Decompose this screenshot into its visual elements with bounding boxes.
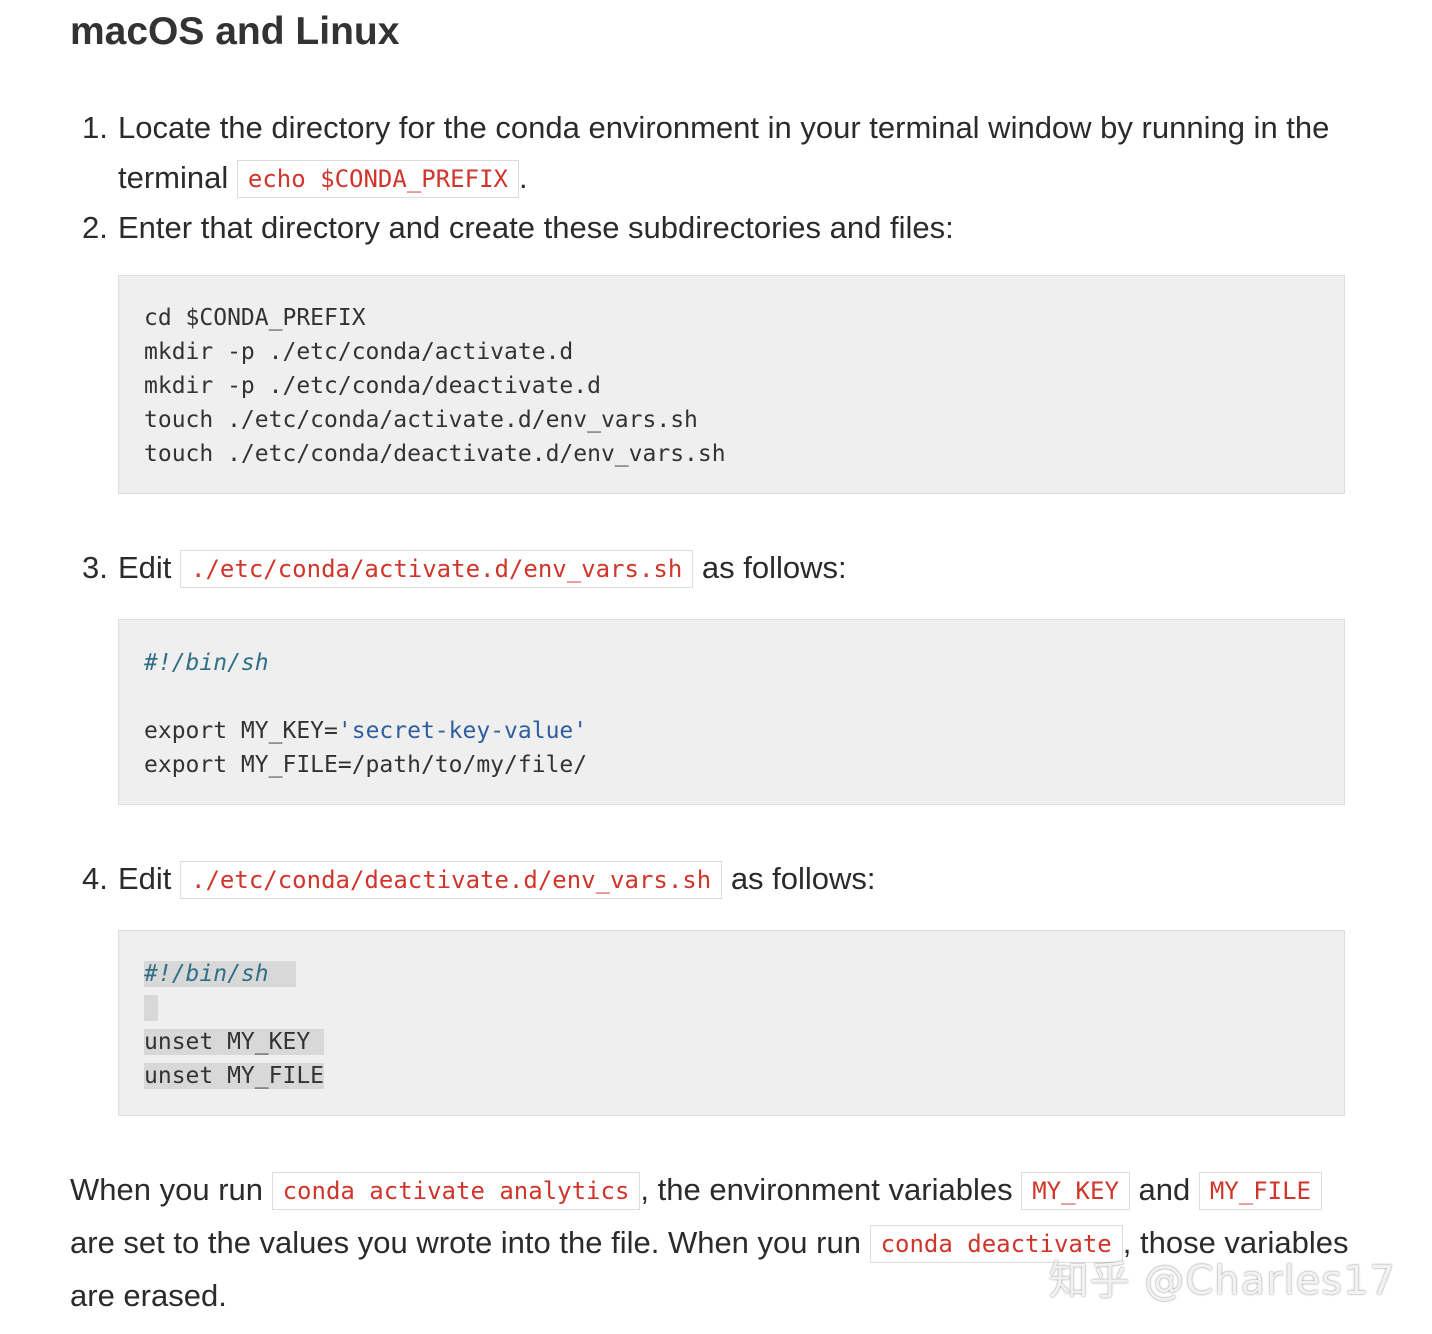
step-number: 2. <box>82 210 108 245</box>
code-line: unset MY_FILE <box>144 1063 325 1089</box>
code-line: unset MY_KEY <box>144 1029 311 1055</box>
code-line: cd $CONDA_PREFIX <box>144 305 366 331</box>
step-2: 2. Enter that directory and create these… <box>82 203 1347 253</box>
inline-code: echo $CONDA_PREFIX <box>236 160 519 198</box>
para-text: and <box>1129 1172 1199 1207</box>
watermark: 知乎 @Charles17 <box>1048 1258 1396 1304</box>
code-line: mkdir -p ./etc/conda/activate.d <box>144 339 574 365</box>
step-text: as follows: <box>693 550 847 585</box>
step-body: Locate the directory for the conda envir… <box>118 103 1347 204</box>
code-comment: #!/bin/sh <box>144 650 269 676</box>
step-number: 3. <box>82 550 108 585</box>
selected-text: #!/bin/sh <box>144 961 297 987</box>
step-body: Edit ./etc/conda/deactivate.d/env_vars.s… <box>118 854 1347 905</box>
step-text: Edit <box>118 861 181 896</box>
step-text: . <box>518 160 528 195</box>
inline-code: ./etc/conda/activate.d/env_vars.sh <box>180 550 694 588</box>
code-line: touch ./etc/conda/deactivate.d/env_vars.… <box>144 441 726 467</box>
code-block-activate[interactable]: #!/bin/sh export MY_KEY='secret-key-valu… <box>118 619 1345 805</box>
code-block-deactivate[interactable]: #!/bin/sh unset MY_KEY unset MY_FILE <box>118 930 1345 1116</box>
code-content: cd $CONDA_PREFIX mkdir -p ./etc/conda/ac… <box>144 301 1344 471</box>
step-text: as follows: <box>722 861 876 896</box>
step-text: Edit <box>118 550 181 585</box>
selected-text: unset MY_KEY <box>144 1029 325 1055</box>
code-comment: #!/bin/sh <box>144 961 269 987</box>
code-content: #!/bin/sh unset MY_KEY unset MY_FILE <box>144 957 1344 1093</box>
step-body: Enter that directory and create these su… <box>118 210 954 245</box>
step-text: Locate the directory for the conda envir… <box>118 110 1330 195</box>
inline-code: ./etc/conda/deactivate.d/env_vars.sh <box>180 861 723 899</box>
step-body: Edit ./etc/conda/activate.d/env_vars.sh … <box>118 543 1347 594</box>
selected-text <box>144 995 158 1021</box>
code-content: #!/bin/sh export MY_KEY='secret-key-valu… <box>144 646 1344 782</box>
para-text: , those variables are erased. <box>70 1225 1349 1313</box>
section-heading: macOS and Linux <box>70 10 400 53</box>
code-string: 'secret-key-value' <box>337 718 588 744</box>
para-text: , the environment variables <box>640 1172 1022 1207</box>
inline-code: conda activate analytics <box>271 1172 641 1210</box>
para-text: are set to the values you wrote into the… <box>70 1225 870 1260</box>
inline-code: conda deactivate <box>869 1225 1123 1263</box>
step-4: 4. Edit ./etc/conda/deactivate.d/env_var… <box>82 854 1347 905</box>
inline-code: MY_KEY <box>1021 1172 1130 1210</box>
step-3: 3. Edit ./etc/conda/activate.d/env_vars.… <box>82 543 1347 594</box>
inline-code: MY_FILE <box>1198 1172 1323 1210</box>
step-number: 4. <box>82 861 108 896</box>
para-text: When you run <box>70 1172 272 1207</box>
step-1: 1. Locate the directory for the conda en… <box>82 103 1347 204</box>
code-line: touch ./etc/conda/activate.d/env_vars.sh <box>144 407 698 433</box>
summary-paragraph: When you run conda activate analytics, t… <box>70 1164 1360 1322</box>
step-number: 1. <box>82 110 108 145</box>
code-line: mkdir -p ./etc/conda/deactivate.d <box>144 373 601 399</box>
code-line: export MY_KEY= <box>144 718 338 744</box>
code-line: export MY_FILE=/path/to/my/file/ <box>144 752 588 778</box>
selected-text: unset MY_FILE <box>144 1063 325 1089</box>
code-block-setup[interactable]: cd $CONDA_PREFIX mkdir -p ./etc/conda/ac… <box>118 275 1345 494</box>
